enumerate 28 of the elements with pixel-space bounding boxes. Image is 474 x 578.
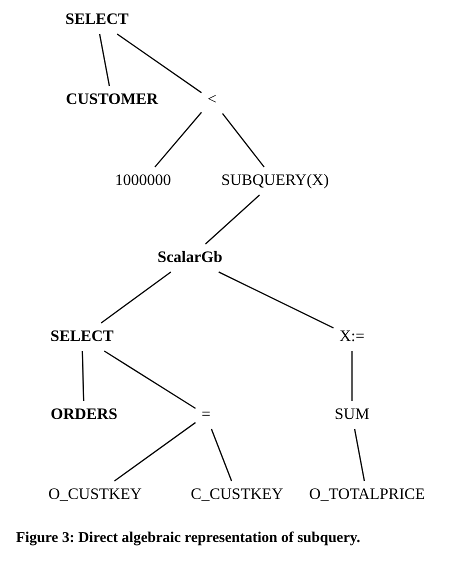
tree-node-label: X:= xyxy=(333,323,371,351)
tree-edge xyxy=(222,113,265,168)
tree-edge xyxy=(354,428,366,482)
tree-node-label: ORDERS xyxy=(44,401,124,429)
tree-node-label: O_TOTALPRICE xyxy=(303,481,431,509)
tree-node-label: = xyxy=(195,401,217,429)
tree-node-label: SELECT xyxy=(44,323,120,351)
tree-edge xyxy=(154,112,202,168)
tree-edge xyxy=(98,34,110,86)
tree-edge xyxy=(114,422,196,482)
tree-node-label: ScalarGb xyxy=(152,244,228,272)
tree-edge xyxy=(100,271,172,324)
tree-node-label: SUBQUERY(X) xyxy=(215,167,335,195)
tree-edge xyxy=(116,33,202,94)
tree-node-label: O_CUSTKEY xyxy=(42,481,148,509)
tree-edge xyxy=(218,271,334,329)
tree-edge xyxy=(82,350,84,402)
tree-edge xyxy=(104,350,196,409)
tree-node-label: SELECT xyxy=(59,6,135,34)
tree-edge xyxy=(210,428,232,482)
tree-node-label: 1000000 xyxy=(109,167,177,195)
tree-node-label: C_CUSTKEY xyxy=(184,481,290,509)
tree-node-label: CUSTOMER xyxy=(60,86,164,114)
figure-caption: Figure 3: Direct algebraic representation of subquery. xyxy=(16,529,362,548)
tree-node-label: SUM xyxy=(328,401,376,429)
tree-node-label: < xyxy=(201,86,223,114)
tree-edge xyxy=(205,194,260,244)
tree-edge xyxy=(351,351,353,401)
